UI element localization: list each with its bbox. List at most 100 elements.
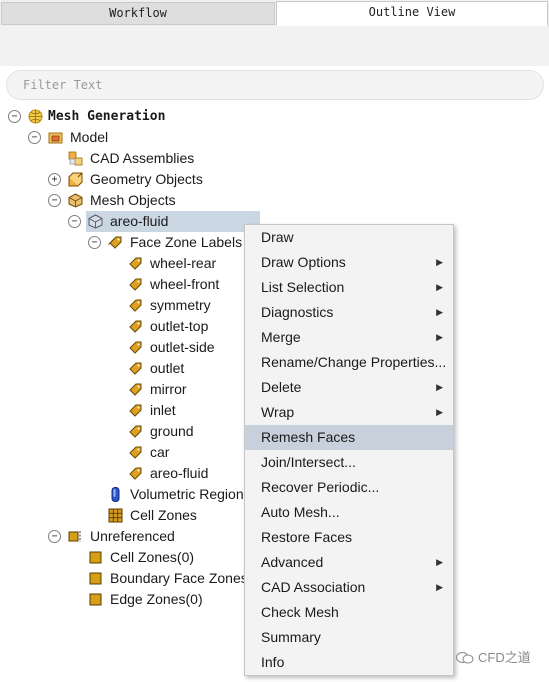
menu-item-label: Check Mesh — [261, 604, 339, 620]
menu-item-summary[interactable]: Summary — [245, 625, 453, 650]
tree-label: Mesh Objects — [90, 192, 176, 208]
menu-item-restore-faces[interactable]: Restore Faces — [245, 525, 453, 550]
menu-item-label: Diagnostics — [261, 304, 334, 320]
expand-toggle[interactable]: + — [48, 173, 61, 186]
tree-node-label[interactable]: wheel-rear — [0, 253, 549, 274]
menu-item-remesh-faces[interactable]: Remesh Faces — [245, 425, 453, 450]
menu-item-label: CAD Association — [261, 579, 366, 595]
tree-label: Volumetric Region — [130, 486, 244, 502]
tree-node-label[interactable]: symmetry — [0, 295, 549, 316]
collapse-toggle[interactable]: − — [48, 194, 61, 207]
collapse-toggle[interactable]: − — [8, 110, 21, 123]
menu-item-join-intersect[interactable]: Join/Intersect... — [245, 450, 453, 475]
tree-node-cell-zones[interactable]: Cell Zones — [0, 505, 549, 526]
collapse-toggle[interactable]: − — [88, 236, 101, 249]
tree-node-label[interactable]: inlet — [0, 400, 549, 421]
tree-node-unref-edge-zones[interactable]: Edge Zones(0) — [0, 589, 549, 610]
label-tag-icon — [129, 320, 142, 333]
tree-node-label[interactable]: areo-fluid — [0, 463, 549, 484]
menu-item-diagnostics[interactable]: Diagnostics ▶ — [245, 300, 453, 325]
tree-node-geometry-objects[interactable]: + Geometry Objects — [0, 169, 549, 190]
tree-node-mesh-objects[interactable]: − Mesh Objects — [0, 190, 549, 211]
label-tag-icon — [129, 404, 142, 417]
label-tag-icon — [129, 257, 142, 270]
menu-item-merge[interactable]: Merge ▶ — [245, 325, 453, 350]
selection-highlight — [86, 211, 260, 232]
label-tag-icon — [129, 362, 142, 375]
collapse-toggle[interactable]: − — [68, 215, 81, 228]
menu-item-info[interactable]: Info — [245, 650, 453, 675]
tree-label: Edge Zones(0) — [110, 591, 203, 607]
tree-label: CAD Assemblies — [90, 150, 195, 166]
tab-bar: Workflow Outline View — [0, 0, 549, 26]
mesh-object-icon — [88, 214, 103, 229]
submenu-arrow-icon: ▶ — [436, 307, 443, 317]
menu-item-label: Merge — [261, 329, 301, 345]
tree-node-face-zone-labels[interactable]: − Face Zone Labels — [0, 232, 549, 253]
tree-node-label[interactable]: outlet-top — [0, 316, 549, 337]
menu-item-cad-association[interactable]: CAD Association ▶ — [245, 575, 453, 600]
collapse-toggle[interactable]: − — [28, 131, 41, 144]
tree-node-mesh-generation[interactable]: − Mesh Generation — [0, 106, 549, 127]
tree-node-label[interactable]: outlet — [0, 358, 549, 379]
submenu-arrow-icon: ▶ — [436, 332, 443, 342]
tree-node-label[interactable]: car — [0, 442, 549, 463]
tree-label: wheel-front — [150, 276, 220, 292]
tree-node-label[interactable]: mirror — [0, 379, 549, 400]
menu-item-label: Summary — [261, 629, 321, 645]
tree-label: Mesh Generation — [48, 109, 166, 124]
tab-outline-view[interactable]: Outline View — [276, 1, 548, 26]
tree-node-label[interactable]: ground — [0, 421, 549, 442]
menu-item-wrap[interactable]: Wrap▶ — [245, 400, 453, 425]
tree-label: areo-fluid — [150, 465, 209, 481]
tree-node-cad-assemblies[interactable]: CAD Assemblies — [0, 148, 549, 169]
menu-item-recover-periodic[interactable]: Recover Periodic... — [245, 475, 453, 500]
menu-item-list-selection[interactable]: List Selection▶ — [245, 275, 453, 300]
menu-item-label: Remesh Faces — [261, 429, 356, 445]
tree-label: Model — [70, 129, 109, 145]
menu-item-label: Join/Intersect... — [261, 454, 356, 470]
submenu-arrow-icon: ▶ — [436, 282, 443, 292]
tree-label: outlet-top — [150, 318, 209, 334]
menu-item-check-mesh[interactable]: Check Mesh — [245, 600, 453, 625]
menu-item-draw[interactable]: Draw — [245, 225, 453, 250]
submenu-arrow-icon: ▶ — [436, 557, 443, 567]
menu-item-delete[interactable]: Delete▶ — [245, 375, 453, 400]
tree-node-unref-cell-zones[interactable]: Cell Zones(0) — [0, 547, 549, 568]
tree-label: Cell Zones — [130, 507, 197, 523]
filter-text-input[interactable]: Filter Text — [6, 70, 544, 100]
outline-tree: − Mesh Generation − Model CAD Assemblies… — [0, 106, 549, 682]
tab-workflow[interactable]: Workflow — [1, 2, 275, 25]
menu-item-label: Draw Options — [261, 254, 346, 270]
tree-node-label[interactable]: wheel-front — [0, 274, 549, 295]
menu-item-label: Recover Periodic... — [261, 479, 380, 495]
tree-label: mirror — [150, 381, 187, 397]
labels-icon — [108, 236, 122, 249]
menu-item-label: Auto Mesh... — [261, 504, 340, 520]
label-tag-icon — [129, 383, 142, 396]
tree-node-volumetric-region[interactable]: Volumetric Region — [0, 484, 549, 505]
menu-item-label: Rename/Change Properties... — [261, 354, 447, 370]
collapse-toggle[interactable]: − — [48, 530, 61, 543]
context-menu: Draw Draw Options▶ List Selection▶ Diagn… — [244, 224, 454, 676]
tree-node-model[interactable]: − Model — [0, 127, 549, 148]
volumetric-region-icon — [111, 487, 120, 502]
label-tag-icon — [129, 341, 142, 354]
menu-item-draw-options[interactable]: Draw Options▶ — [245, 250, 453, 275]
tree-label: wheel-rear — [150, 255, 217, 271]
tree-node-unref-boundary-face-zones[interactable]: Boundary Face Zones — [0, 568, 549, 589]
menu-item-rename-change-properties[interactable]: Rename/Change Properties... — [245, 350, 453, 375]
menu-item-label: Draw — [261, 229, 294, 245]
tree-node-unreferenced[interactable]: − Unreferenced — [0, 526, 549, 547]
tree-label: areo-fluid — [110, 213, 169, 229]
menu-item-advanced[interactable]: Advanced▶ — [245, 550, 453, 575]
globe-icon — [28, 109, 43, 124]
mesh-objects-icon — [68, 193, 83, 208]
submenu-arrow-icon: ▶ — [436, 582, 443, 592]
tree-node-areo-fluid[interactable]: − areo-fluid — [0, 211, 549, 232]
menu-item-auto-mesh[interactable]: Auto Mesh... — [245, 500, 453, 525]
label-tag-icon — [129, 425, 142, 438]
submenu-arrow-icon: ▶ — [436, 382, 443, 392]
tree-label: outlet-side — [150, 339, 215, 355]
tree-node-label[interactable]: outlet-side — [0, 337, 549, 358]
